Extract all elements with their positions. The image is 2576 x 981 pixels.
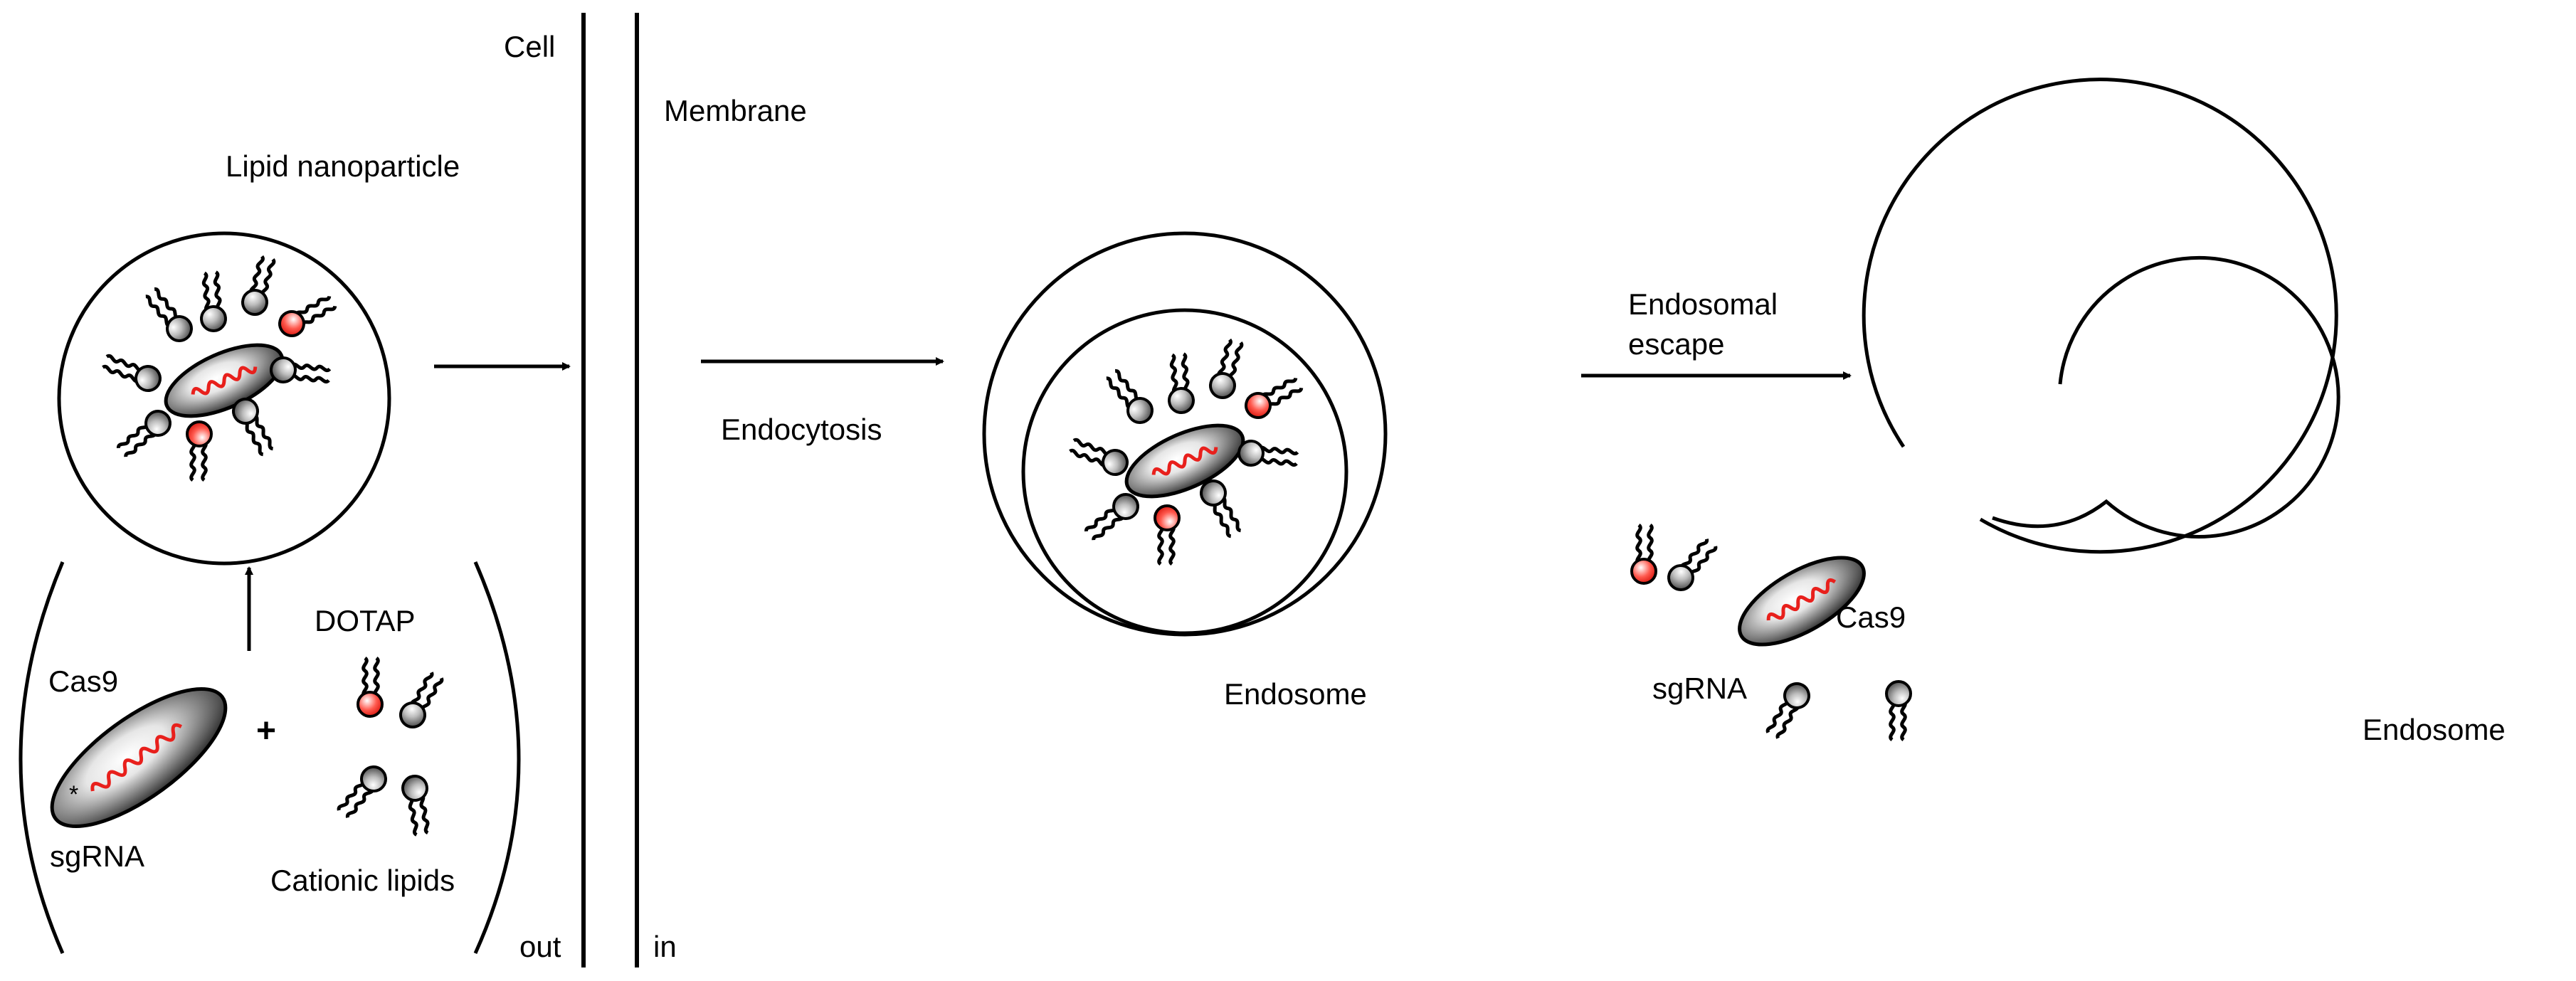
ruptured-endosome-inner — [1992, 255, 2340, 539]
label-cas9-left: Cas9 — [48, 664, 118, 698]
label-cationic-lipids: Cationic lipids — [270, 864, 455, 897]
label-sgrna-right: sgRNA — [1652, 672, 1747, 705]
plus-sign: + — [256, 712, 276, 750]
cas9-complex — [164, 343, 285, 418]
nanoparticle-boundary — [57, 231, 391, 566]
encapsulated-nanoparticle — [1021, 308, 1348, 635]
cationic-lipids — [334, 762, 435, 836]
ruptured-endosome-outer — [1862, 78, 2338, 554]
label-cas9-right: Cas9 — [1836, 600, 1906, 634]
label-endocytosis: Endocytosis — [721, 413, 882, 446]
asterisk-marker: * — [69, 781, 78, 808]
label-in: in — [653, 930, 677, 963]
sgrna-strand — [191, 366, 258, 396]
label-cell: Cell — [504, 30, 555, 63]
cas9-complex-endosome — [1124, 423, 1245, 499]
endosome-right — [1862, 78, 2340, 554]
label-endosomal-escape-line1: Endosomal — [1628, 287, 1778, 321]
dotap-lipids — [358, 658, 446, 731]
label-out: out — [519, 930, 561, 963]
lipid-nanoparticle — [57, 231, 391, 566]
label-dotap: DOTAP — [315, 604, 416, 637]
sgrna-strand-large — [90, 723, 183, 792]
label-membrane: Membrane — [664, 94, 807, 127]
bracket-left — [19, 561, 65, 955]
label-endosome-middle: Endosome — [1224, 677, 1367, 711]
label-sgrna-left: sgRNA — [50, 839, 144, 873]
label-lipid-nanoparticle: Lipid nanoparticle — [226, 149, 460, 183]
endosome-middle — [982, 231, 1388, 637]
released-sgrna-strand — [1766, 578, 1837, 621]
free-cas9-complex — [50, 686, 228, 829]
label-endosomal-escape-line2: escape — [1628, 327, 1724, 361]
cas9-protein-large — [50, 686, 228, 829]
label-endosome-right: Endosome — [2363, 713, 2506, 746]
bracket-right — [473, 561, 521, 955]
released-cas9-complex — [1738, 556, 1866, 647]
cell-membrane — [581, 13, 639, 967]
